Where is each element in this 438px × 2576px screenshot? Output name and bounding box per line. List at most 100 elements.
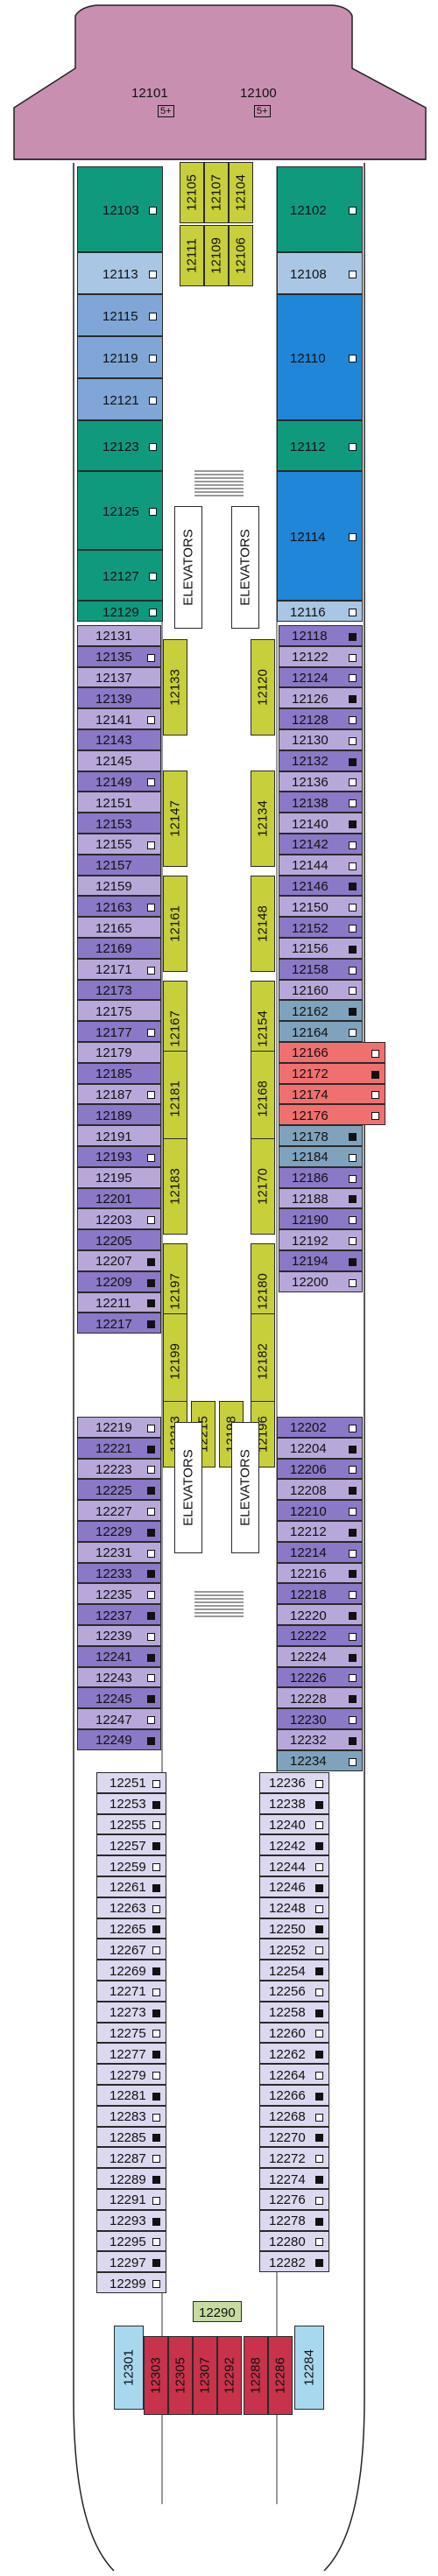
cabin-12246[interactable]: 12246: [259, 1876, 329, 1897]
cabin-12134[interactable]: 12134: [251, 771, 275, 867]
cabin-12270[interactable]: 12270: [259, 2126, 329, 2148]
cabin-12232[interactable]: 12232: [277, 1729, 363, 1750]
cabin-12244[interactable]: 12244: [259, 1855, 329, 1876]
cabin-12210[interactable]: 12210: [277, 1500, 363, 1521]
cabin-12148[interactable]: 12148: [251, 876, 275, 972]
cabin-12125[interactable]: 12125: [77, 471, 163, 550]
cabin-12184[interactable]: 12184: [279, 1146, 363, 1167]
cabin-12287[interactable]: 12287: [96, 2147, 166, 2169]
cabin-12299[interactable]: 12299: [96, 2272, 166, 2293]
cabin-12139[interactable]: 12139: [77, 687, 161, 709]
cabin-12164[interactable]: 12164: [279, 1021, 363, 1042]
cabin-12120[interactable]: 12120: [251, 639, 275, 735]
cabin-12138[interactable]: 12138: [279, 792, 363, 813]
cabin-12236[interactable]: 12236: [259, 1772, 329, 1793]
cabin-12163[interactable]: 12163: [77, 896, 161, 918]
cabin-12220[interactable]: 12220: [277, 1604, 363, 1625]
cabin-12217[interactable]: 12217: [77, 1313, 161, 1334]
cabin-12240[interactable]: 12240: [259, 1813, 329, 1835]
cabin-12158[interactable]: 12158: [279, 958, 363, 980]
cabin-12122[interactable]: 12122: [279, 645, 363, 667]
cabin-12146[interactable]: 12146: [279, 875, 363, 897]
cabin-12150[interactable]: 12150: [279, 896, 363, 918]
cabin-12173[interactable]: 12173: [77, 979, 161, 1001]
cabin-12222[interactable]: 12222: [277, 1625, 363, 1646]
cabin-12121[interactable]: 12121: [77, 378, 163, 420]
cabin-12159[interactable]: 12159: [77, 875, 161, 897]
cabin-12132[interactable]: 12132: [279, 750, 363, 771]
cabin-12207[interactable]: 12207: [77, 1250, 161, 1271]
cabin-12123[interactable]: 12123: [77, 420, 163, 471]
cabin-12286[interactable]: 12286: [268, 2336, 293, 2415]
cabin-12267[interactable]: 12267: [96, 1939, 166, 1960]
cabin-12266[interactable]: 12266: [259, 2085, 329, 2106]
cabin-12223[interactable]: 12223: [77, 1458, 161, 1480]
cabin-12279[interactable]: 12279: [96, 2064, 166, 2085]
cabin-12307[interactable]: 12307: [193, 2336, 217, 2415]
cabin-12100[interactable]: 12100: [240, 86, 277, 101]
cabin-12271[interactable]: 12271: [96, 1981, 166, 2002]
cabin-12141[interactable]: 12141: [77, 708, 161, 729]
cabin-12103[interactable]: 12103: [77, 166, 163, 252]
cabin-12112[interactable]: 12112: [277, 420, 363, 471]
cabin-12104[interactable]: 12104: [229, 162, 253, 223]
cabin-12178[interactable]: 12178: [279, 1125, 363, 1146]
cabin-12185[interactable]: 12185: [77, 1062, 161, 1084]
cabin-12282[interactable]: 12282: [259, 2251, 329, 2273]
cabin-12165[interactable]: 12165: [77, 917, 161, 938]
cabin-12218[interactable]: 12218: [277, 1583, 363, 1605]
cabin-12239[interactable]: 12239: [77, 1625, 161, 1646]
cabin-12156[interactable]: 12156: [279, 938, 363, 959]
cabin-12295[interactable]: 12295: [96, 2230, 166, 2252]
cabin-12290[interactable]: 12290: [193, 2301, 242, 2322]
cabin-12249[interactable]: 12249: [77, 1729, 161, 1750]
cabin-12169[interactable]: 12169: [77, 938, 161, 959]
cabin-12200[interactable]: 12200: [279, 1270, 363, 1292]
cabin-12118[interactable]: 12118: [279, 625, 363, 646]
cabin-12171[interactable]: 12171: [77, 958, 161, 980]
cabin-12137[interactable]: 12137: [77, 666, 161, 688]
cabin-12234[interactable]: 12234: [277, 1749, 363, 1771]
cabin-12110[interactable]: 12110: [277, 294, 363, 420]
cabin-12115[interactable]: 12115: [77, 294, 163, 336]
cabin-12261[interactable]: 12261: [96, 1876, 166, 1897]
cabin-12127[interactable]: 12127: [77, 550, 163, 601]
cabin-12201[interactable]: 12201: [77, 1187, 161, 1209]
cabin-12273[interactable]: 12273: [96, 2001, 166, 2023]
cabin-12182[interactable]: 12182: [251, 1313, 275, 1410]
cabin-12253[interactable]: 12253: [96, 1792, 166, 1814]
cabin-12116[interactable]: 12116: [277, 601, 363, 622]
cabin-12293[interactable]: 12293: [96, 2209, 166, 2231]
cabin-12211[interactable]: 12211: [77, 1292, 161, 1313]
cabin-12131[interactable]: 12131: [77, 625, 161, 646]
cabin-12206[interactable]: 12206: [277, 1458, 363, 1480]
cabin-12160[interactable]: 12160: [279, 979, 363, 1001]
cabin-12168[interactable]: 12168: [251, 1051, 275, 1147]
cabin-12187[interactable]: 12187: [77, 1083, 161, 1105]
cabin-12170[interactable]: 12170: [251, 1138, 275, 1235]
cabin-12297[interactable]: 12297: [96, 2251, 166, 2273]
cabin-12203[interactable]: 12203: [77, 1208, 161, 1230]
cabin-12192[interactable]: 12192: [279, 1229, 363, 1250]
cabin-12208[interactable]: 12208: [277, 1479, 363, 1501]
cabin-12140[interactable]: 12140: [279, 813, 363, 834]
cabin-12119[interactable]: 12119: [77, 336, 163, 378]
cabin-12283[interactable]: 12283: [96, 2105, 166, 2127]
cabin-12281[interactable]: 12281: [96, 2085, 166, 2106]
cabin-12257[interactable]: 12257: [96, 1834, 166, 1856]
cabin-12151[interactable]: 12151: [77, 792, 161, 813]
cabin-12181[interactable]: 12181: [163, 1051, 187, 1147]
cabin-12166[interactable]: 12166: [279, 1042, 385, 1063]
cabin-12106[interactable]: 12106: [229, 225, 253, 286]
cabin-12228[interactable]: 12228: [277, 1687, 363, 1709]
cabin-12277[interactable]: 12277: [96, 2043, 166, 2065]
cabin-12264[interactable]: 12264: [259, 2064, 329, 2085]
cabin-12133[interactable]: 12133: [163, 639, 187, 735]
cabin-12289[interactable]: 12289: [96, 2168, 166, 2189]
cabin-12278[interactable]: 12278: [259, 2209, 329, 2231]
cabin-12101[interactable]: 12101: [131, 86, 168, 101]
cabin-12238[interactable]: 12238: [259, 1792, 329, 1814]
cabin-12221[interactable]: 12221: [77, 1437, 161, 1459]
cabin-12248[interactable]: 12248: [259, 1897, 329, 1918]
cabin-12204[interactable]: 12204: [277, 1437, 363, 1459]
